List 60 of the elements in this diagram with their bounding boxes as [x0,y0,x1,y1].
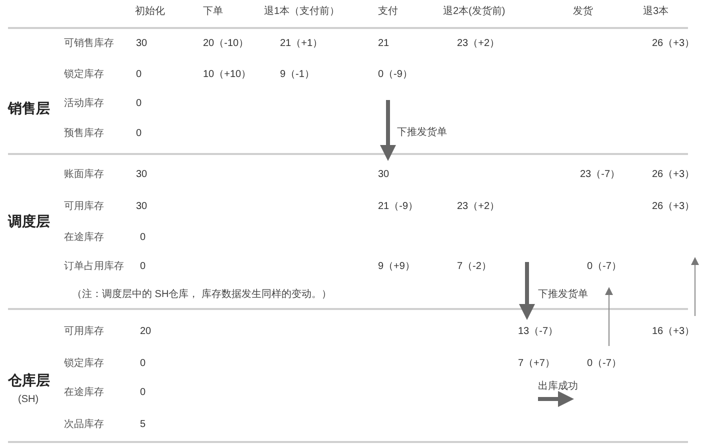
column-header: 退1本（支付前） [264,7,340,17]
row-label: 次品库存 [64,420,104,430]
cell-value: 20 [140,327,152,337]
cell-value: 21（+1） [280,39,323,49]
cell-value: 30 [136,202,148,212]
row-label: 锁定库存 [64,359,104,369]
column-header: 下单 [203,7,223,17]
cell-value: 0 [140,262,146,272]
arrow-label: 下推发货单 [397,128,447,138]
row-label: 预售库存 [64,129,104,139]
cell-value: 21 [378,39,390,49]
cell-value: 23（-7） [580,170,620,180]
cell-value: 23（+2） [457,39,500,49]
row-label: 可销售库存 [64,39,114,49]
row-label: 订单占用库存 [64,262,124,272]
cell-value: 5 [140,420,146,430]
layer-label: 仓库层 [8,373,50,387]
layer-sublabel: (SH) [18,395,39,405]
cell-value: 0（-7） [587,359,622,369]
cell-value: 21（-9） [378,202,418,212]
column-header: 退3本 [643,7,669,17]
column-header: 初始化 [135,7,165,17]
row-label: 可用库存 [64,202,104,212]
row-label: 账面库存 [64,170,104,180]
cell-value: 0 [136,99,142,109]
cell-value: 9（-1） [280,70,314,80]
cell-value: 16（+3） [652,327,695,337]
cell-value: 0 [140,388,146,398]
layer-label: 销售层 [8,101,50,115]
cell-value: 26（+3） [652,170,695,180]
cell-value: 9（+9） [378,262,415,272]
cell-value: 0 [136,129,142,139]
row-label: 可用库存 [64,327,104,337]
row-label: 在途库存 [64,388,104,398]
layer-label: 调度层 [8,214,50,228]
cell-value: 30 [136,170,148,180]
cell-value: 0 [136,70,142,80]
column-header: 支付 [378,7,398,17]
cell-value: 13（-7） [518,327,558,337]
row-label: 锁定库存 [64,70,104,80]
note: （注：调度层中的 SH仓库， 库存数据发生同样的变动。） [72,290,332,300]
cell-value: 0 [140,233,146,243]
column-header: 发货 [573,7,593,17]
arrow-label: 出库成功 [538,382,578,392]
cell-value: 23（+2） [457,202,500,212]
cell-value: 7（-2） [457,262,492,272]
cell-value: 20（-10） [203,39,249,49]
cell-value: 26（+3） [652,202,695,212]
cell-value: 0（-9） [378,70,412,80]
row-label: 活动库存 [64,99,104,109]
cell-value: 30 [136,39,148,49]
arrow-label: 下推发货单 [538,290,588,300]
cell-value: 10（+10） [203,70,252,80]
cell-value: 7（+7） [518,359,555,369]
cell-value: 26（+3） [652,39,695,49]
row-label: 在途库存 [64,233,104,243]
cell-value: 0 [140,359,146,369]
cell-value: 30 [378,170,390,180]
cell-value: 0（-7） [587,262,622,272]
column-header: 退2本(发货前) [443,7,506,17]
